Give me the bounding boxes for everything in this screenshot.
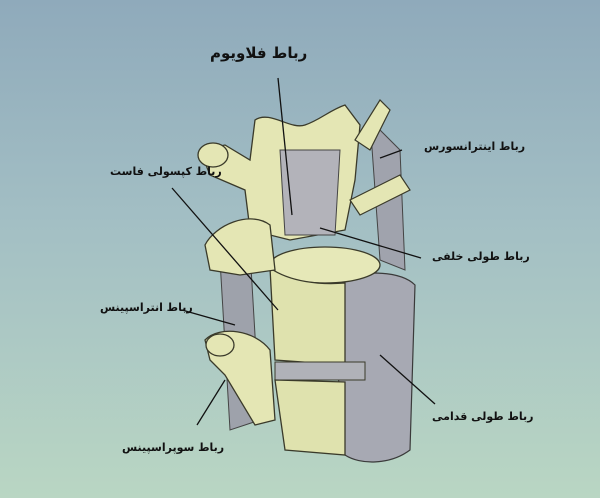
label-ligamentum-flavum: رباط فلاویوم (210, 44, 308, 62)
middle-vertebra-arch (204, 218, 276, 276)
intervertebral-disc (274, 361, 366, 381)
vertebral-body (269, 266, 346, 366)
label-supraspinous-ligament: رباط سوپراسپینس (122, 441, 225, 454)
upper-transverse-process (197, 142, 229, 168)
label-facet-capsular-ligament: رباط کپسولی فاست (110, 165, 222, 178)
label-anterior-longitudinal-ligament: رباط طولی قدامی (432, 410, 534, 423)
label-posterior-longitudinal-ligament: رباط طولی خلفی (432, 250, 530, 263)
leader-lines (171, 77, 436, 426)
label-interspinous-ligament: رباط انتراسپینس (100, 301, 193, 314)
ligamentum-flavum (279, 149, 341, 236)
label-intertransverse-ligament: رباط اینترانسورس (424, 140, 526, 153)
